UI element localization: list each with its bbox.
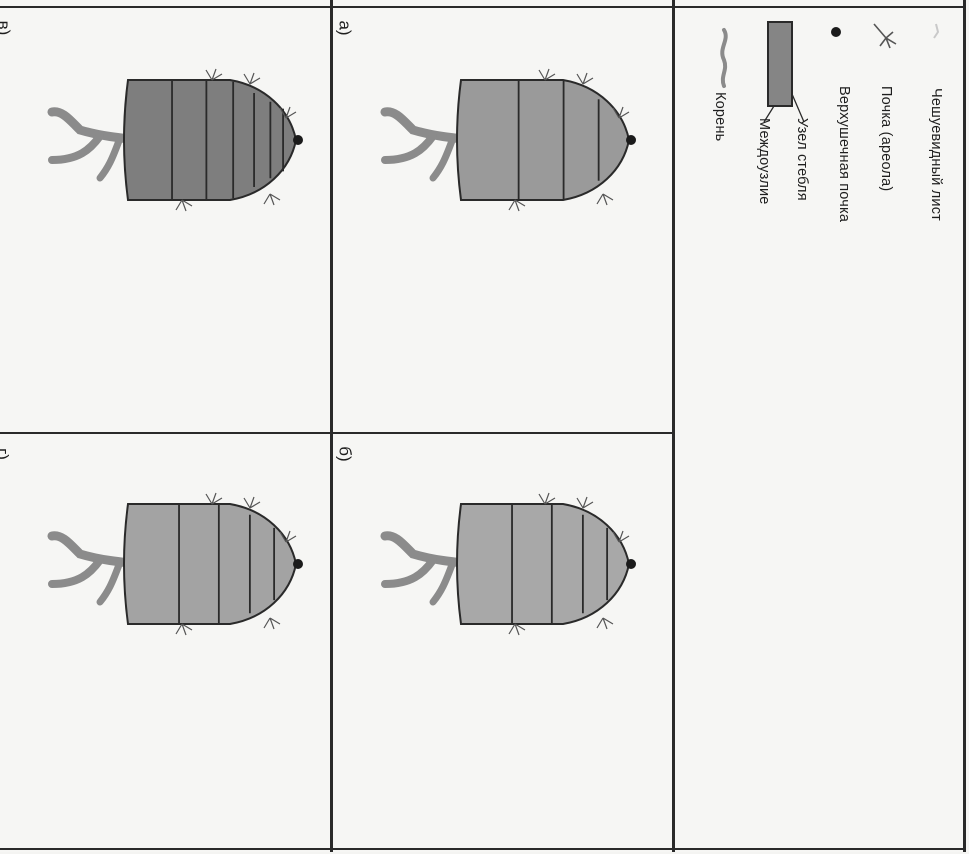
scale-leaf-icon — [914, 18, 954, 58]
spine — [244, 73, 260, 84]
root — [385, 560, 433, 584]
plant-diagram-g — [0, 434, 330, 854]
root — [52, 136, 100, 160]
root — [100, 562, 120, 602]
apical-bud-icon — [826, 22, 846, 42]
stem-body — [124, 504, 296, 624]
spine — [597, 618, 613, 629]
spine — [539, 69, 555, 80]
frame-right-border — [963, 0, 966, 852]
root — [385, 136, 433, 160]
plant-diagram-a — [333, 10, 663, 430]
spine — [597, 194, 613, 205]
spine — [244, 497, 260, 508]
stem-body — [124, 80, 296, 200]
root — [433, 562, 453, 602]
spine — [509, 624, 525, 635]
bud-areola-icon — [866, 16, 906, 56]
legend-label-stem-node: Узел стебля — [794, 118, 810, 201]
top-border — [0, 6, 966, 8]
plant-diagram-v — [0, 10, 330, 430]
spine — [577, 73, 593, 84]
apical-bud — [626, 559, 636, 569]
legend-label-scale-leaf: Чешуевидный лист — [928, 88, 944, 221]
legend-label-bud: Почка (ареола) — [878, 86, 894, 191]
stem-outline — [124, 504, 296, 624]
legend-label-internode: Междоузлие — [756, 118, 772, 205]
root — [52, 560, 100, 584]
legend-label-apical-bud: Верхушечная почка — [836, 86, 852, 222]
legend-label-root: Корень — [712, 92, 728, 141]
spine — [539, 493, 555, 504]
spine — [577, 497, 593, 508]
plant-diagram-b — [333, 434, 663, 854]
stem-outline — [457, 504, 629, 624]
spine — [176, 624, 192, 635]
spine — [509, 200, 525, 211]
stem-body — [457, 504, 629, 624]
stem-segment-icon — [762, 14, 822, 134]
spine — [206, 69, 222, 80]
apical-bud — [626, 135, 636, 145]
apical-bud — [293, 559, 303, 569]
stem-outline — [457, 80, 629, 200]
root — [100, 138, 120, 178]
apical-bud — [293, 135, 303, 145]
spine — [264, 194, 280, 205]
stem-body — [457, 80, 629, 200]
root — [433, 138, 453, 178]
spine — [176, 200, 192, 211]
legend-divider — [672, 0, 675, 852]
spine — [206, 493, 222, 504]
spine — [264, 618, 280, 629]
